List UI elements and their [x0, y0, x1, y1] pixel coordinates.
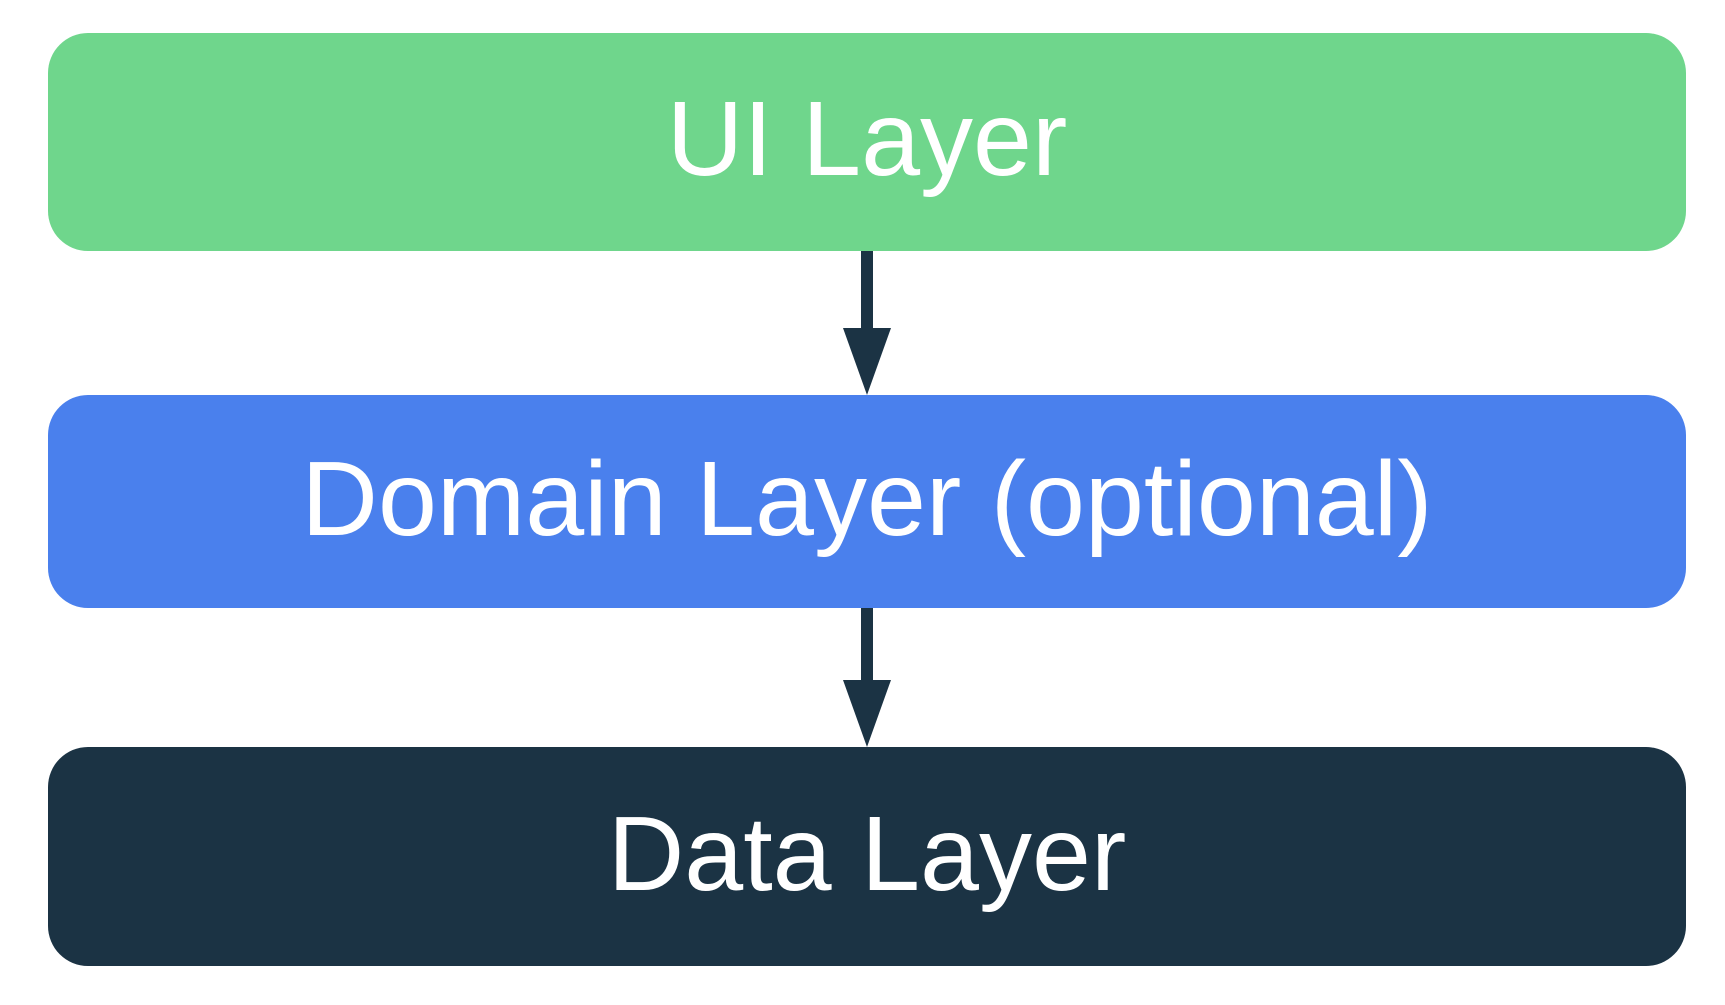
data-layer-box: Data Layer [48, 747, 1686, 966]
arrow-down-icon [837, 608, 897, 747]
arrow-shaft [861, 608, 873, 680]
arrow-shaft [861, 251, 873, 328]
arrow-head [843, 680, 891, 747]
domain-layer-label: Domain Layer (optional) [301, 439, 1433, 558]
ui-layer-box: UI Layer [48, 33, 1686, 251]
arrow-head [843, 328, 891, 395]
arrow-down-icon [837, 251, 897, 395]
ui-layer-label: UI Layer [666, 80, 1068, 198]
data-layer-label: Data Layer [607, 794, 1127, 913]
domain-layer-box: Domain Layer (optional) [48, 395, 1686, 608]
